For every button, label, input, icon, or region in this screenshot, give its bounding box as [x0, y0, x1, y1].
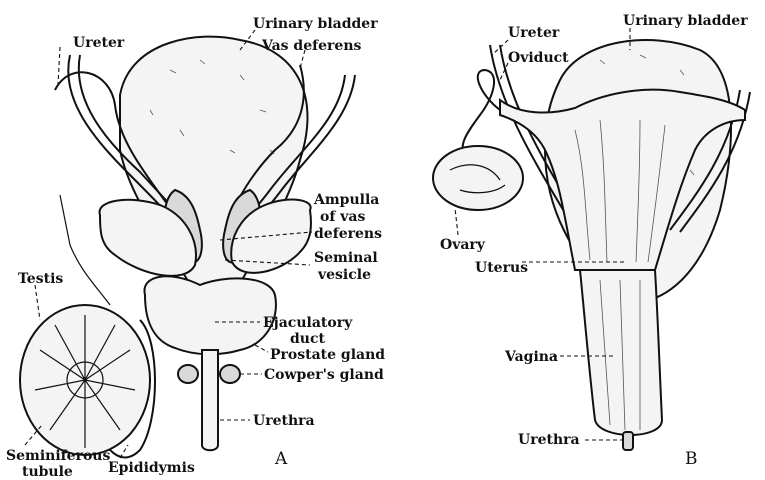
ovary: [433, 146, 523, 210]
prostate-gland: [144, 276, 276, 354]
label-seminiferous-line2: tubule: [22, 464, 73, 480]
label-male-urethra: Urethra: [253, 413, 315, 429]
label-female-urethra: Urethra: [518, 432, 580, 448]
label-ampulla-line2: of vas: [320, 209, 365, 225]
label-seminal-line2: vesicle: [317, 267, 371, 283]
label-prostate-gland: Prostate gland: [270, 347, 385, 363]
label-female-ureter: Ureter: [508, 25, 560, 41]
label-seminal-line1: Seminal: [314, 250, 378, 266]
label-testis: Testis: [18, 271, 63, 287]
label-ejaculatory-line2: duct: [290, 331, 325, 347]
label-ovary: Ovary: [440, 237, 486, 253]
label-ampulla-line3: deferens: [314, 226, 382, 242]
panel-a-letter: A: [274, 449, 288, 469]
male-urethra: [202, 350, 218, 450]
label-uterus: Uterus: [475, 260, 528, 276]
cowpers-gland-left: [178, 365, 198, 383]
vagina: [580, 270, 662, 435]
label-vas-deferens: Vas deferens: [261, 38, 361, 54]
label-ejaculatory-line1: Ejaculatory: [263, 315, 353, 331]
female-urethra: [623, 432, 633, 450]
label-cowpers-gland: Cowper's gland: [264, 367, 384, 383]
label-vagina: Vagina: [504, 349, 558, 365]
label-seminiferous-line1: Seminiferous: [6, 448, 110, 464]
label-male-ureter: Ureter: [73, 35, 125, 51]
label-female-urinary-bladder: Urinary bladder: [623, 13, 748, 29]
label-epididymis: Epididymis: [108, 460, 195, 476]
panel-b-letter: B: [685, 449, 698, 469]
label-ampulla-line1: Ampulla: [313, 192, 379, 208]
label-male-urinary-bladder: Urinary bladder: [253, 16, 378, 32]
cowpers-gland-right: [220, 365, 240, 383]
label-oviduct: Oviduct: [508, 50, 569, 66]
panel-a-drawing: [20, 37, 355, 458]
